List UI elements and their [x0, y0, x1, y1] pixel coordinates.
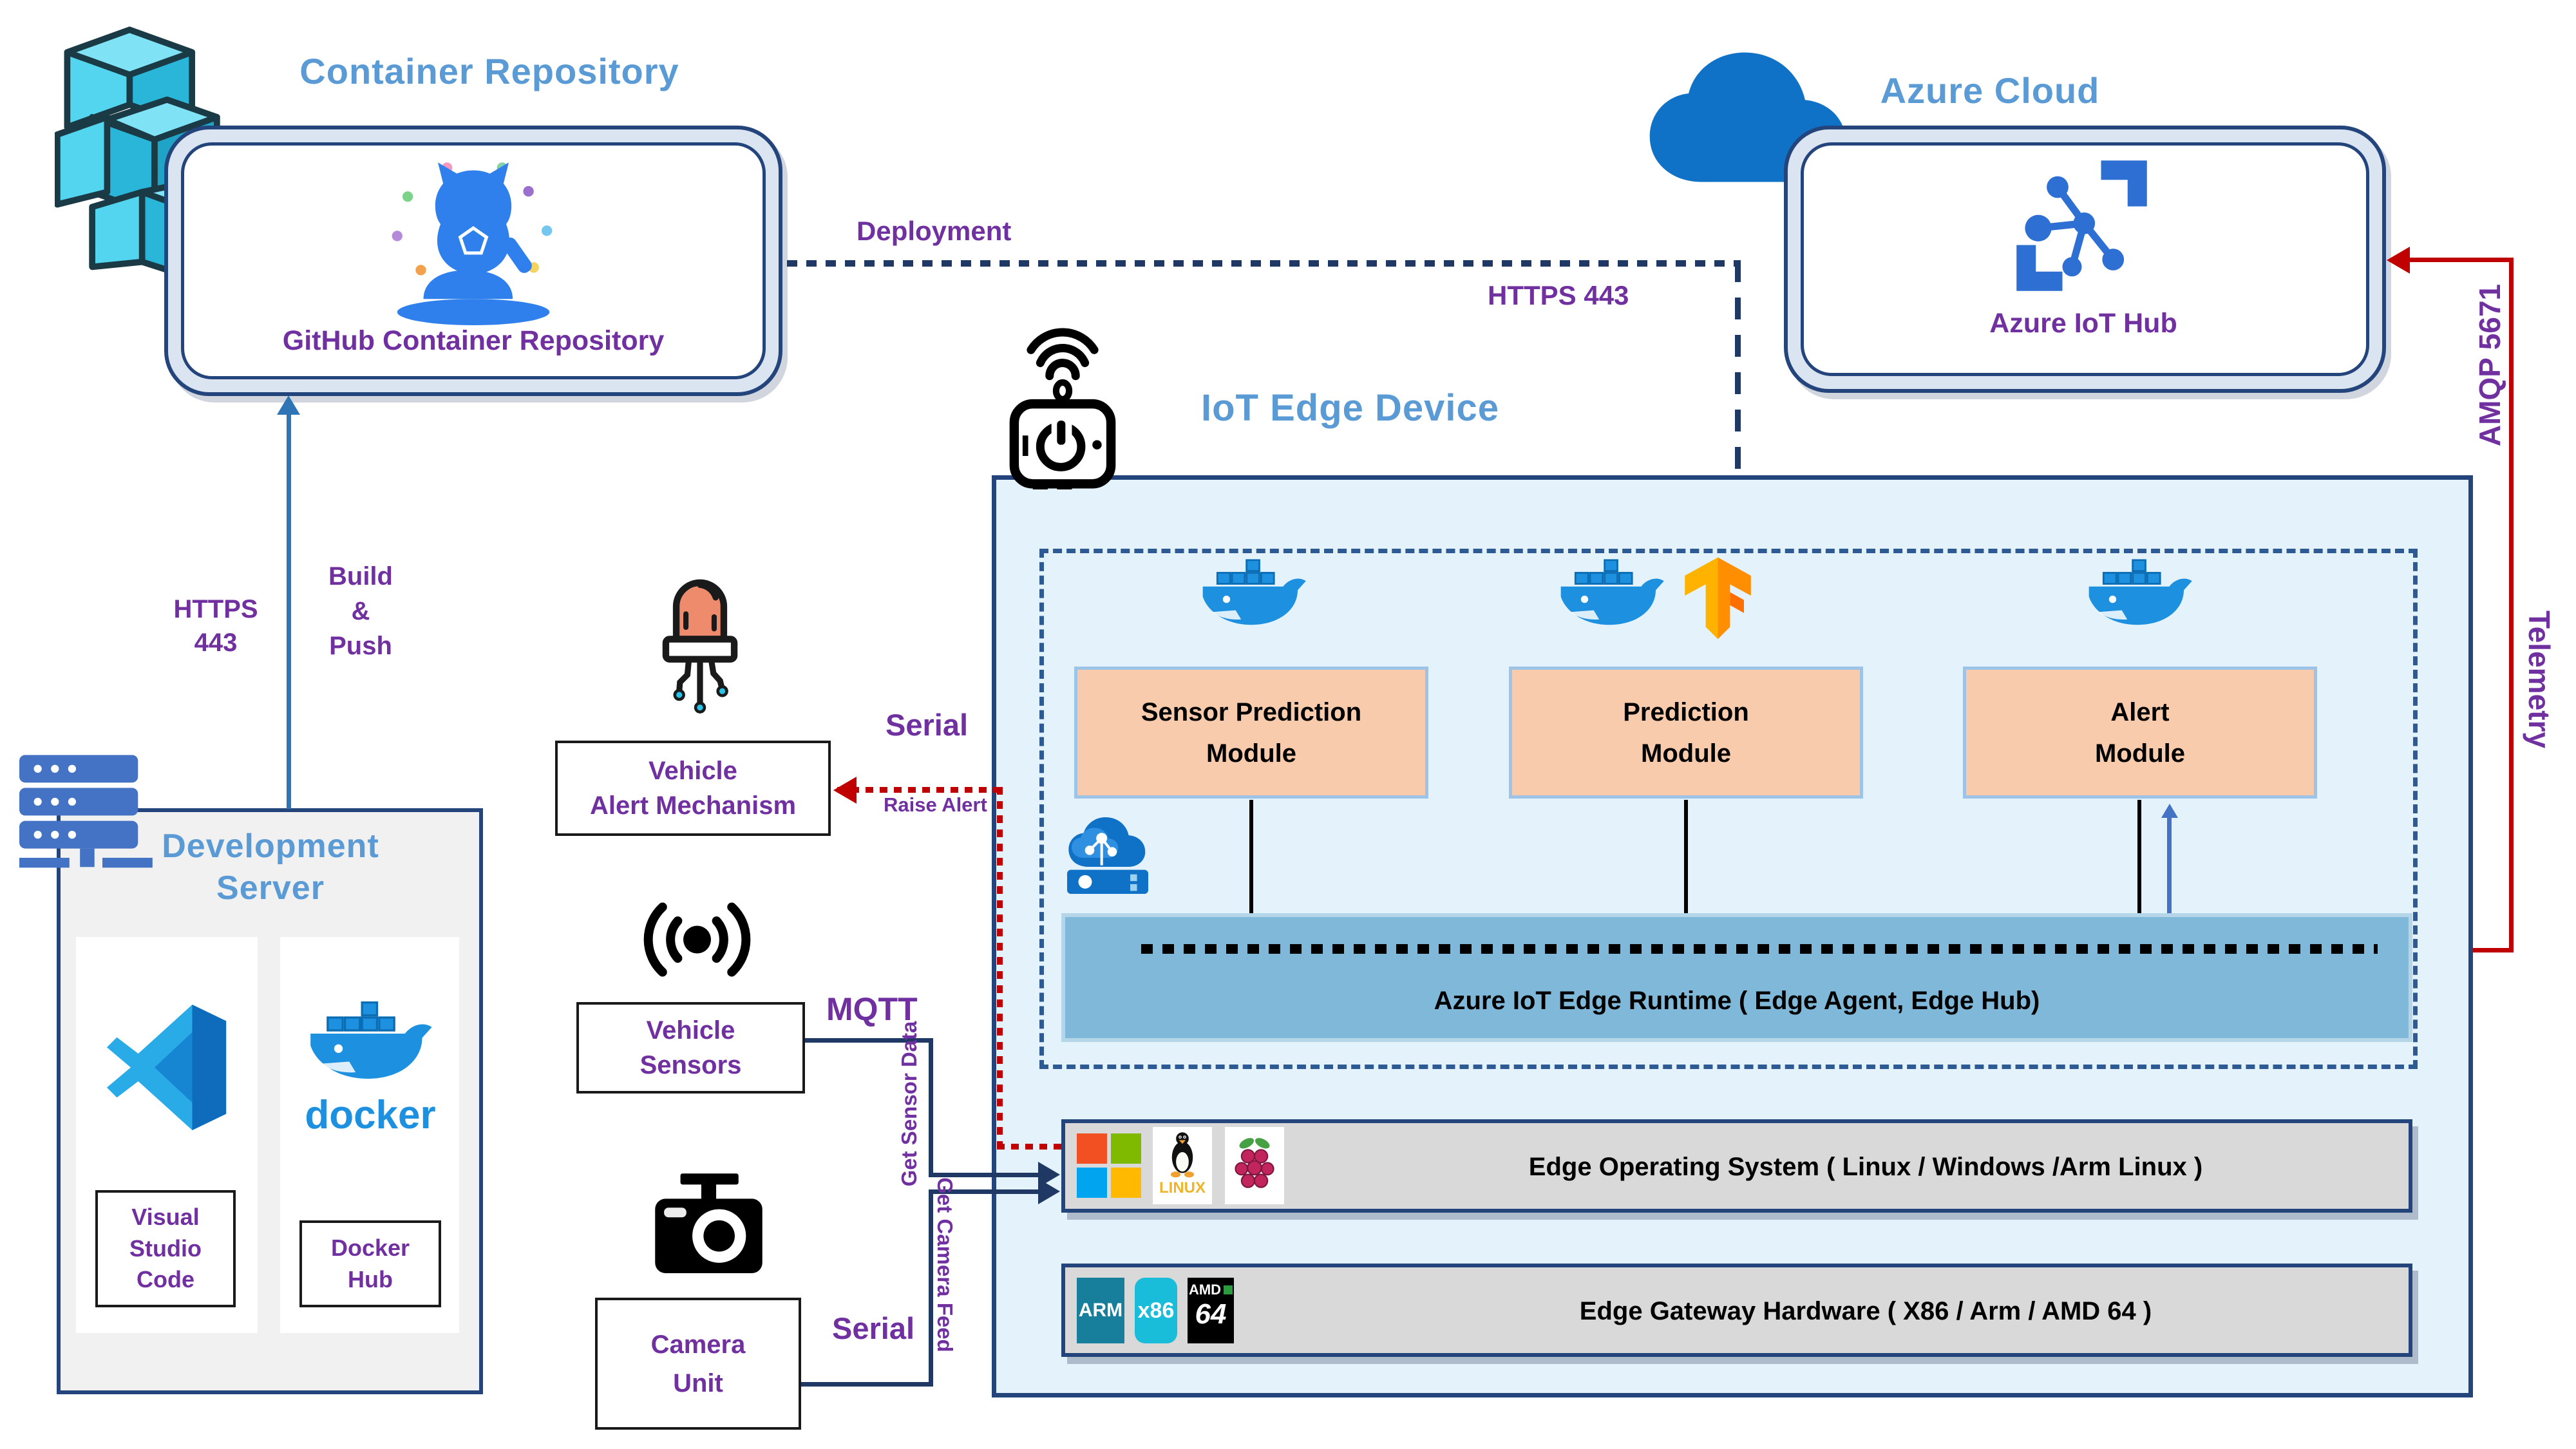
build-push-arrowhead	[277, 395, 300, 415]
build-push-label: Build & Push	[328, 562, 393, 660]
telemetry-arrowhead	[2387, 247, 2410, 274]
github-label: GitHub Container Repository	[282, 325, 665, 356]
sensor-prediction-module: Sensor Prediction Module	[1074, 667, 1428, 799]
vscode-label: Visual Studio Code	[129, 1204, 202, 1293]
vehicle-sensors-label: Vehicle Sensors	[639, 1016, 742, 1079]
serial-camera-label: Serial	[832, 1311, 915, 1345]
sensor-prediction-module-label: Sensor Prediction Module	[1141, 697, 1362, 768]
raise-alert-label: Raise Alert	[884, 793, 987, 816]
get-camera-feed-label: Get Camera Feed	[933, 1177, 957, 1352]
get-camera-feed-arrowhead	[1038, 1179, 1060, 1204]
docker-icon-alert-module	[2085, 559, 2195, 645]
sensor-module-arrow-line	[1249, 800, 1253, 934]
prediction-module-label: Prediction Module	[1623, 697, 1749, 768]
alert-double-arrowhead-up	[2161, 804, 2178, 818]
edge-hardware-label: Edge Gateway Hardware ( X86 / Arm / AMD …	[1579, 1297, 2152, 1325]
docker-hub-label: Docker Hub	[330, 1234, 410, 1293]
deployment-line-horizontal	[787, 260, 1738, 267]
docker-hub-label-box: Docker Hub	[299, 1220, 441, 1307]
camera-line-h1	[801, 1382, 933, 1387]
camera-line-v	[929, 1189, 933, 1387]
amd64-label: 64	[1195, 1298, 1227, 1330]
raise-alert-line-entry	[997, 1144, 1061, 1150]
amd64-chip: AMD 64	[1188, 1278, 1234, 1343]
iot-edge-device-icon	[979, 322, 1146, 493]
deployment-line-vertical	[1735, 260, 1741, 529]
mqtt-label: MQTT	[826, 991, 918, 1027]
edge-hardware-bar: Edge Gateway Hardware ( X86 / Arm / AMD …	[1061, 1264, 2412, 1357]
edge-os-label: Edge Operating System ( Linux / Windows …	[1528, 1153, 2203, 1181]
prediction-module-arrow-line	[1684, 800, 1688, 934]
vscode-icon	[104, 1005, 230, 1133]
linux-chip: LINUX	[1153, 1127, 1212, 1204]
telemetry-label: Telemetry	[2523, 611, 2556, 748]
x86-label: x86	[1137, 1298, 1175, 1323]
iot-edge-runtime-bar: Azure IoT Edge Runtime ( Edge Agent, Edg…	[1061, 913, 2412, 1042]
azure-iot-hub-icon	[2009, 153, 2154, 301]
x86-chip: x86	[1135, 1278, 1177, 1343]
vehicle-sensors-box: Vehicle Sensors	[576, 1002, 805, 1094]
vscode-label-box: Visual Studio Code	[95, 1190, 236, 1307]
serial-alert-label: Serial	[886, 708, 969, 742]
microsoft-logo-icon	[1077, 1133, 1141, 1201]
raspberry-pi-icon	[1225, 1127, 1284, 1204]
modules-dashed-box	[1039, 549, 2418, 1069]
amqp-5671-label: AMQP 5671	[2473, 283, 2506, 447]
camera-icon	[649, 1173, 768, 1281]
raise-alert-line-horizontal	[837, 787, 1001, 793]
alert-module: Alert Module	[1963, 667, 2317, 799]
linux-label: LINUX	[1159, 1179, 1206, 1197]
arm-chip: ARM	[1077, 1278, 1124, 1343]
raise-alert-arrowhead	[833, 777, 857, 804]
telemetry-line-top	[2391, 258, 2513, 262]
github-octocat-icon	[357, 155, 589, 328]
iot-edge-runtime-icon	[1063, 813, 1153, 906]
sensor-line-h2	[929, 1173, 1039, 1177]
docker-icon-sensor-module	[1199, 559, 1309, 645]
camera-unit-box: Camera Unit	[595, 1298, 801, 1430]
alert-module-arrow-line	[2137, 800, 2141, 934]
arm-label: ARM	[1078, 1300, 1123, 1321]
docker-logo-icon: docker	[293, 1001, 448, 1138]
camera-line-h2	[929, 1189, 1039, 1194]
build-push-line	[287, 412, 291, 809]
https-443-top-label: HTTPS 443	[1488, 280, 1629, 310]
azure-cloud-title: Azure Cloud	[1880, 70, 2100, 111]
camera-unit-label: Camera Unit	[650, 1330, 746, 1397]
alert-module-label: Alert Module	[2095, 697, 2185, 768]
sensor-line-h1	[805, 1038, 933, 1043]
azure-iot-hub-box	[1784, 126, 2386, 393]
container-repository-title: Container Repository	[299, 51, 679, 91]
vehicle-alert-mechanism-label: Vehicle Alert Mechanism	[589, 757, 797, 820]
sensor-icon	[628, 894, 766, 989]
deployment-label: Deployment	[857, 216, 1012, 246]
iot-edge-runtime-label: Azure IoT Edge Runtime ( Edge Agent, Edg…	[1434, 987, 2040, 1015]
led-icon	[652, 560, 748, 741]
docker-wordmark: docker	[305, 1093, 436, 1137]
runtime-message-bus-line	[1141, 944, 2378, 954]
docker-icon-prediction-module	[1557, 559, 1667, 645]
edge-os-bar: Edge Operating System ( Linux / Windows …	[1061, 1119, 2412, 1213]
sensor-line-v	[929, 1038, 933, 1177]
https-443-left-label: HTTPS 443	[173, 595, 258, 657]
iot-edge-device-title: IoT Edge Device	[1201, 387, 1500, 429]
raise-alert-line-vertical	[997, 787, 1003, 1148]
amd-green-mark	[1224, 1285, 1233, 1294]
get-sensor-data-label: Get Sensor Data	[897, 1021, 921, 1187]
vehicle-alert-mechanism-box: Vehicle Alert Mechanism	[555, 741, 831, 836]
alert-module-double-arrow-line	[2167, 817, 2172, 933]
azure-iot-hub-label: Azure IoT Hub	[1989, 308, 2177, 339]
azure-box-inner	[1801, 142, 2369, 376]
development-server-title: Development Server	[162, 828, 379, 907]
prediction-module: Prediction Module	[1509, 667, 1863, 799]
telemetry-line-vertical	[2509, 258, 2514, 952]
amd-label: AMD	[1188, 1282, 1222, 1298]
tensorflow-icon	[1674, 553, 1761, 652]
